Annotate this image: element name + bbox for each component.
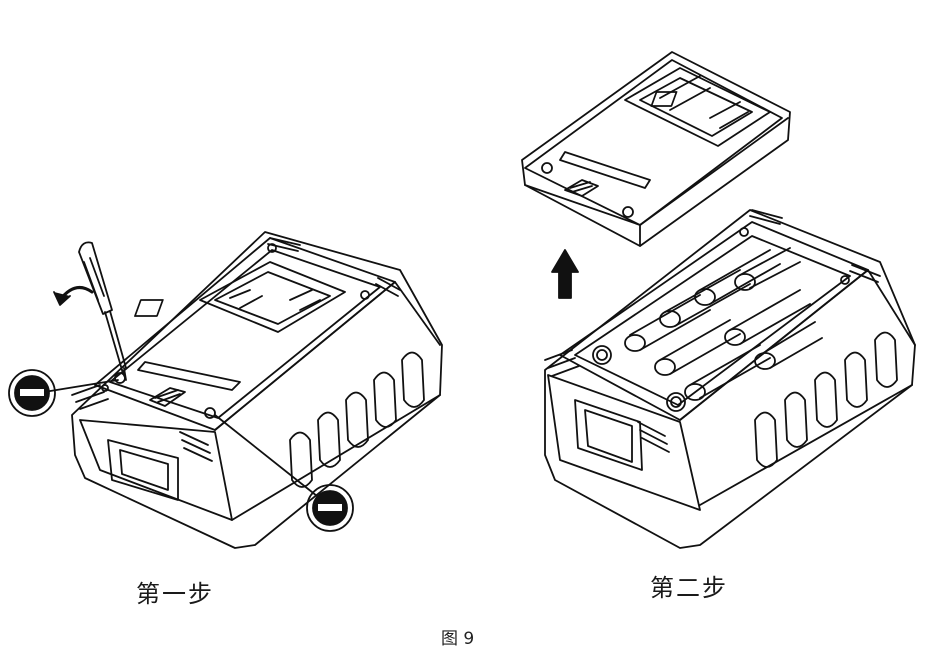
screw-hole [101, 384, 109, 392]
grip-pad [401, 351, 425, 408]
screw-hole [592, 345, 612, 365]
screw-hole [840, 275, 850, 285]
step2-cover [521, 51, 791, 247]
grip-pad [373, 371, 397, 428]
screw-hole [596, 349, 608, 361]
cover-latch [564, 179, 599, 197]
device-body-outline [544, 209, 916, 549]
grip-pad [317, 411, 341, 468]
screw-head-icon [8, 369, 119, 417]
figure-caption: 图 9 [441, 629, 475, 649]
screw-hole [670, 396, 682, 408]
grip-pad [784, 391, 808, 448]
cover-slot [559, 151, 651, 189]
step2-caption: 第二步 [650, 574, 728, 602]
rotate-arrow-icon [53, 286, 94, 306]
grip-pad [844, 351, 868, 408]
front-handle [107, 439, 179, 501]
grip-pad [289, 431, 313, 488]
battery-cell-icon [624, 247, 823, 401]
grip-pad [345, 391, 369, 448]
grip-pad [874, 331, 898, 388]
step2-device [544, 209, 916, 549]
arrow-up-icon [551, 249, 579, 299]
screw-hole [360, 290, 370, 300]
device-front-face [79, 419, 233, 521]
screw-hole [666, 392, 686, 412]
device-body-outline [71, 231, 443, 549]
label-slot [137, 361, 241, 391]
step1-device [71, 231, 443, 549]
cover-latch [149, 387, 186, 407]
grip-pad [814, 371, 838, 428]
grip-pad [754, 411, 778, 468]
screw-hole [541, 162, 553, 174]
screw-hole [622, 206, 634, 218]
screw-hole [267, 243, 277, 253]
device-top-panel [94, 237, 396, 431]
screw-head-icon [214, 414, 354, 532]
screw-hole [204, 407, 216, 419]
step1-caption: 第一步 [136, 580, 214, 608]
screw-hole [739, 227, 749, 237]
screwdriver-icon [78, 241, 127, 381]
front-handle [574, 399, 643, 471]
label-plate [199, 261, 346, 333]
